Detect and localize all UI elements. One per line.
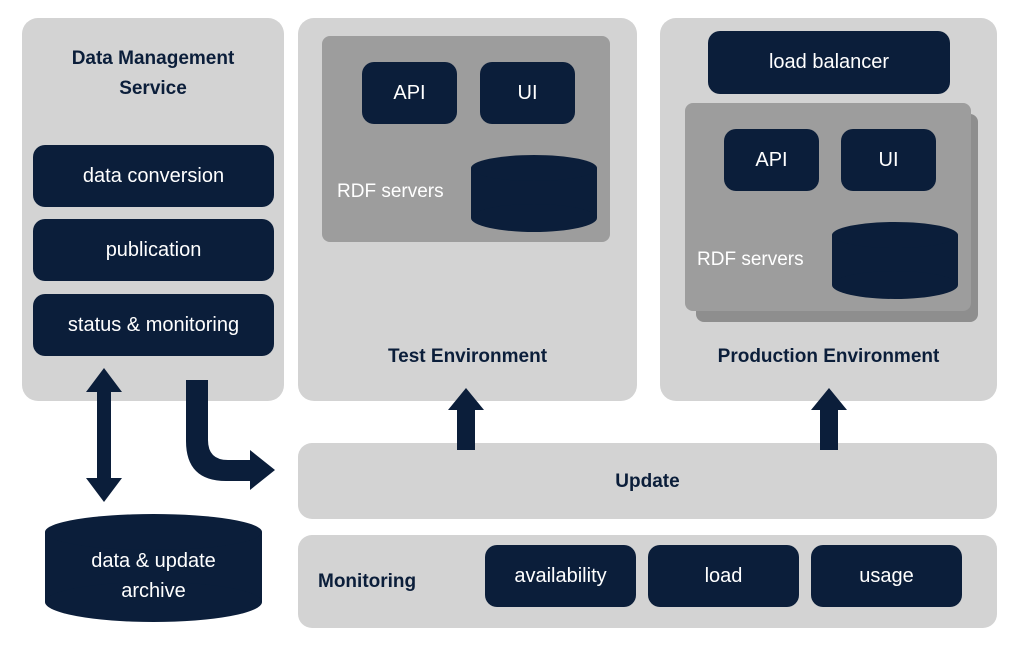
data-management-service-title: Data Management Service [71,48,235,99]
test-rdf-servers-label: RDF servers [337,181,444,202]
up-arrow-icon [811,388,847,450]
production-api-box: API [724,129,819,191]
publication-box: publication [33,219,274,281]
monitoring-label: Monitoring [318,571,417,592]
production-rdf-servers-label: RDF servers [697,249,804,270]
test-api-box: API [362,62,457,124]
test-ui-box: UI [480,62,575,124]
data-conversion-box: data conversion [33,145,274,207]
test-environment-title: Test Environment [387,346,548,367]
test-rdf-database-icon [471,155,597,232]
bent-arrow-icon [186,380,275,490]
bidirectional-arrow-icon [86,368,122,502]
availability-box: availability [485,545,636,607]
load-box: load [648,545,799,607]
load-balancer-box: load balancer [708,31,950,94]
archive-label: data & update archive [91,550,216,602]
production-ui-box: UI [841,129,936,191]
up-arrow-icon [448,388,484,450]
update-label: Update [615,471,680,492]
update-bar [298,443,997,519]
production-rdf-database-icon [832,222,958,299]
production-environment-title: Production Environment [717,346,940,367]
usage-box: usage [811,545,962,607]
archive-database-icon [45,514,262,622]
status-monitoring-box: status & monitoring [33,294,274,356]
